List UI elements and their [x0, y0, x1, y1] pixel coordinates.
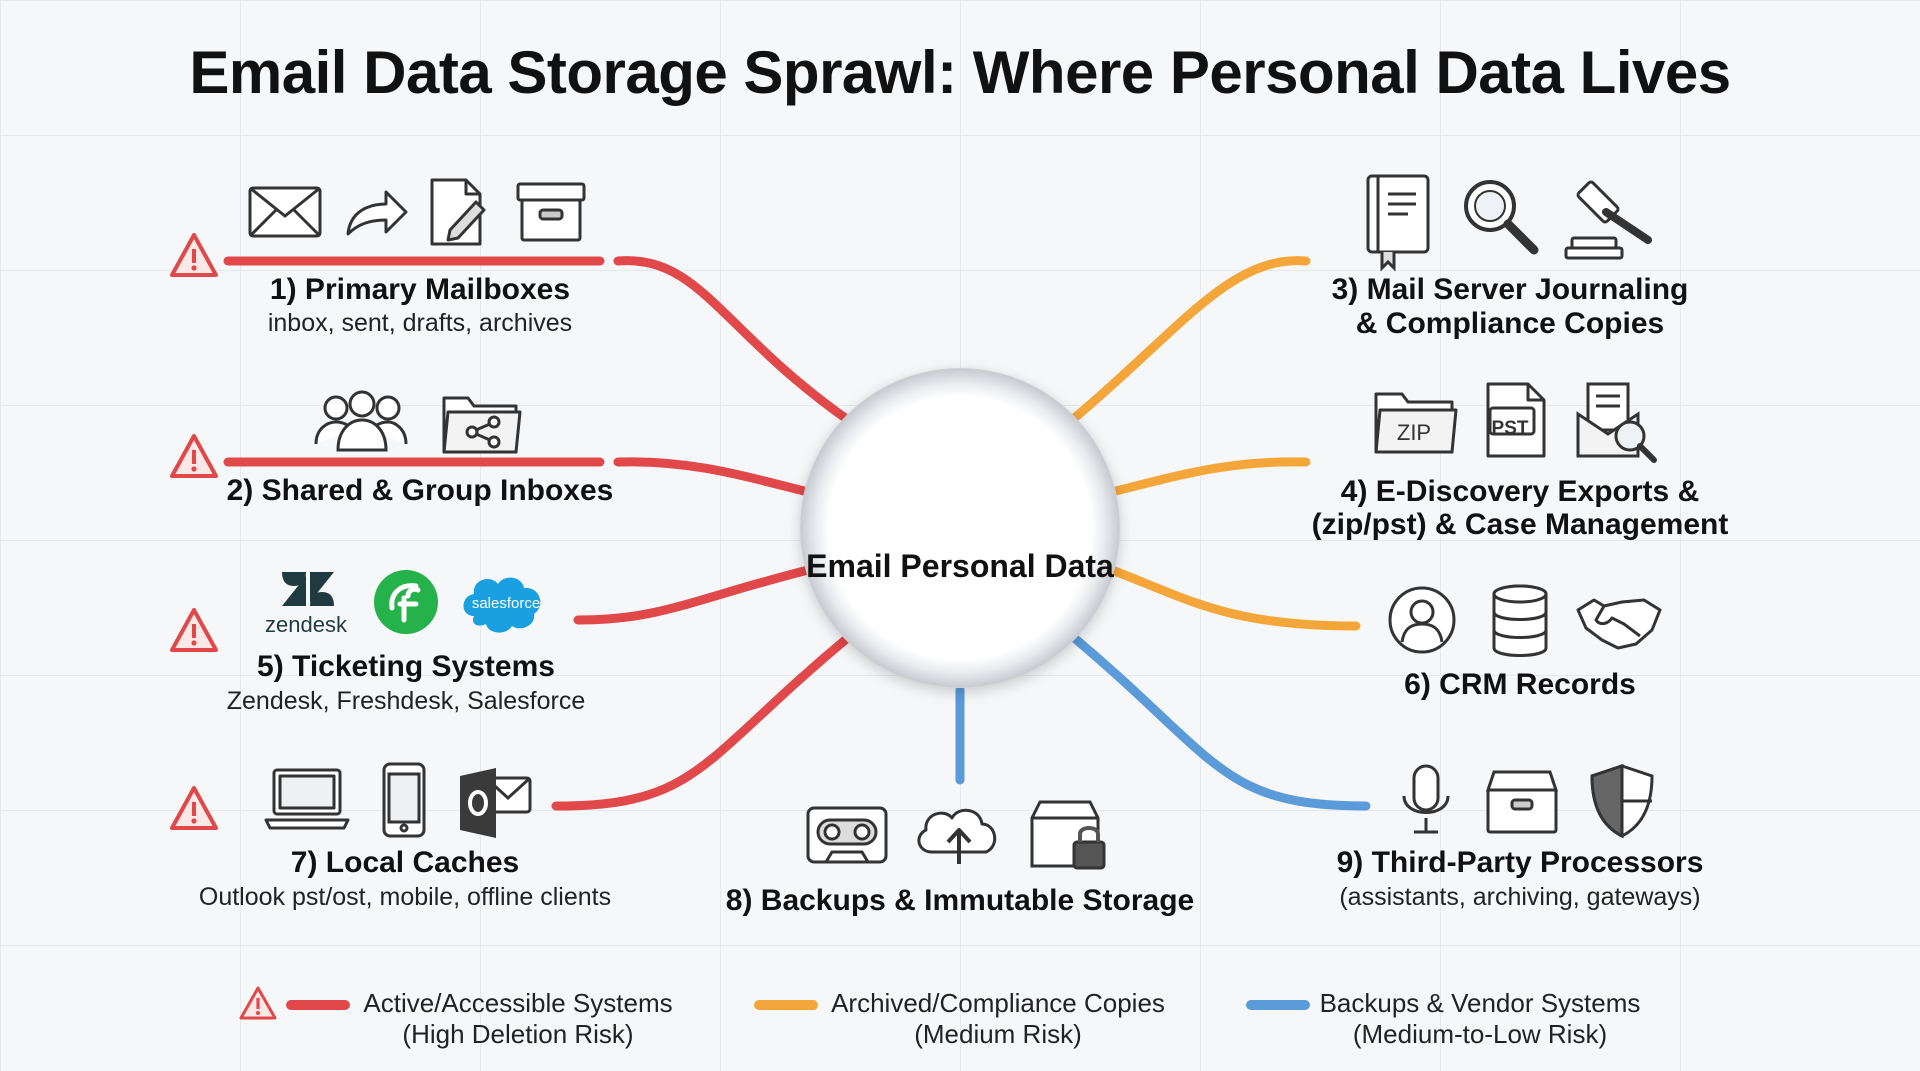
shield-icon — [1590, 763, 1654, 839]
node-4-label-line2: (zip/pst) & Case Management — [1311, 508, 1729, 541]
connector-7 — [551, 631, 855, 811]
node-8-label: 8) Backups & Immutable Storage — [725, 884, 1195, 917]
legend-item-3-line1: Backups & Vendor Systems — [1319, 988, 1641, 1018]
central-hub — [800, 368, 1120, 688]
zip-text: ZIP — [1397, 420, 1431, 445]
envelope-icon — [248, 186, 322, 238]
magnifier-icon — [1464, 180, 1539, 255]
warning-icon — [170, 434, 218, 478]
node-3-label-line1: 3) Mail Server Journaling — [1331, 273, 1689, 306]
outlook-logo-icon — [460, 768, 532, 838]
legend-item-1-line2: (High Deletion Risk) — [402, 1019, 634, 1049]
connector-3 — [1067, 256, 1311, 425]
legend-swatch-blue — [1246, 1000, 1310, 1010]
node-6-label: 6) CRM Records — [1404, 668, 1636, 701]
connector-9 — [1067, 631, 1371, 811]
node-5-label: 5) Ticketing Systems — [257, 650, 555, 683]
pst-file-icon — [1486, 382, 1546, 458]
document-search-icon — [1576, 382, 1657, 463]
node-9-sublabel: (assistants, archiving, gateways) — [1339, 883, 1701, 911]
node-3-label-line2: & Compliance Copies — [1355, 307, 1665, 340]
salesforce-wordmark: salesforce — [472, 595, 540, 612]
node-1-label: 1) Primary Mailboxes — [269, 273, 571, 306]
node-7-sublabel: Outlook pst/ost, mobile, offline clients — [198, 883, 612, 911]
archive-box-icon — [516, 182, 586, 242]
warning-icon — [170, 786, 218, 830]
legend-item-3-line2: (Medium-to-Low Risk) — [1352, 1019, 1608, 1049]
page-title: Email Data Storage Sprawl: Where Persona… — [189, 39, 1731, 106]
node-1-sublabel: inbox, sent, drafts, archives — [267, 309, 573, 337]
user-circle-icon — [1388, 586, 1456, 654]
legend-swatch-red — [286, 1000, 350, 1010]
locked-storage-icon — [1030, 800, 1106, 870]
journal-book-icon — [1366, 174, 1430, 272]
node-2-label: 2) Shared & Group Inboxes — [226, 474, 614, 507]
zendesk-logo-icon — [282, 572, 334, 606]
connector-5 — [573, 565, 813, 625]
legend-swatch-orange — [754, 1000, 818, 1010]
group-users-icon — [314, 390, 408, 452]
zip-folder-icon — [1374, 392, 1458, 454]
node-5-sublabel: Zendesk, Freshdesk, Salesforce — [226, 687, 586, 715]
gavel-icon — [1564, 180, 1652, 260]
microphone-icon — [1402, 764, 1450, 834]
freshdesk-logo-icon — [374, 570, 438, 634]
warning-icon — [170, 608, 218, 652]
database-icon — [1492, 584, 1548, 657]
handshake-icon — [1576, 598, 1662, 650]
tape-cassette-icon — [806, 806, 888, 864]
hub-label: Email Personal Data — [806, 548, 1114, 584]
laptop-icon — [264, 768, 350, 830]
warning-icon — [239, 986, 277, 1020]
mobile-phone-icon — [382, 762, 426, 838]
connector-6 — [1107, 565, 1361, 631]
draft-pen-icon — [430, 178, 486, 246]
archive-drawer-icon — [1485, 770, 1559, 834]
connector-1-curve — [613, 256, 853, 425]
legend-item-1-line1: Active/Accessible Systems — [363, 988, 673, 1018]
node-7-label: 7) Local Caches — [290, 846, 520, 879]
pst-text: PST — [1492, 418, 1529, 439]
salesforce-logo-icon — [463, 577, 541, 633]
warning-icon — [170, 233, 218, 277]
node-4-label-line1: 4) E-Discovery Exports & — [1340, 475, 1700, 508]
connector-2-curve — [613, 457, 813, 497]
zendesk-wordmark: zendesk — [265, 612, 348, 637]
legend-item-2-line1: Archived/Compliance Copies — [831, 988, 1165, 1018]
cloud-upload-icon — [917, 808, 997, 864]
node-9-label: 9) Third-Party Processors — [1336, 846, 1704, 879]
connector-4 — [1107, 457, 1311, 497]
forward-arrow-icon — [346, 190, 408, 236]
legend-item-2-line2: (Medium Risk) — [914, 1019, 1082, 1049]
shared-folder-icon — [442, 396, 522, 454]
